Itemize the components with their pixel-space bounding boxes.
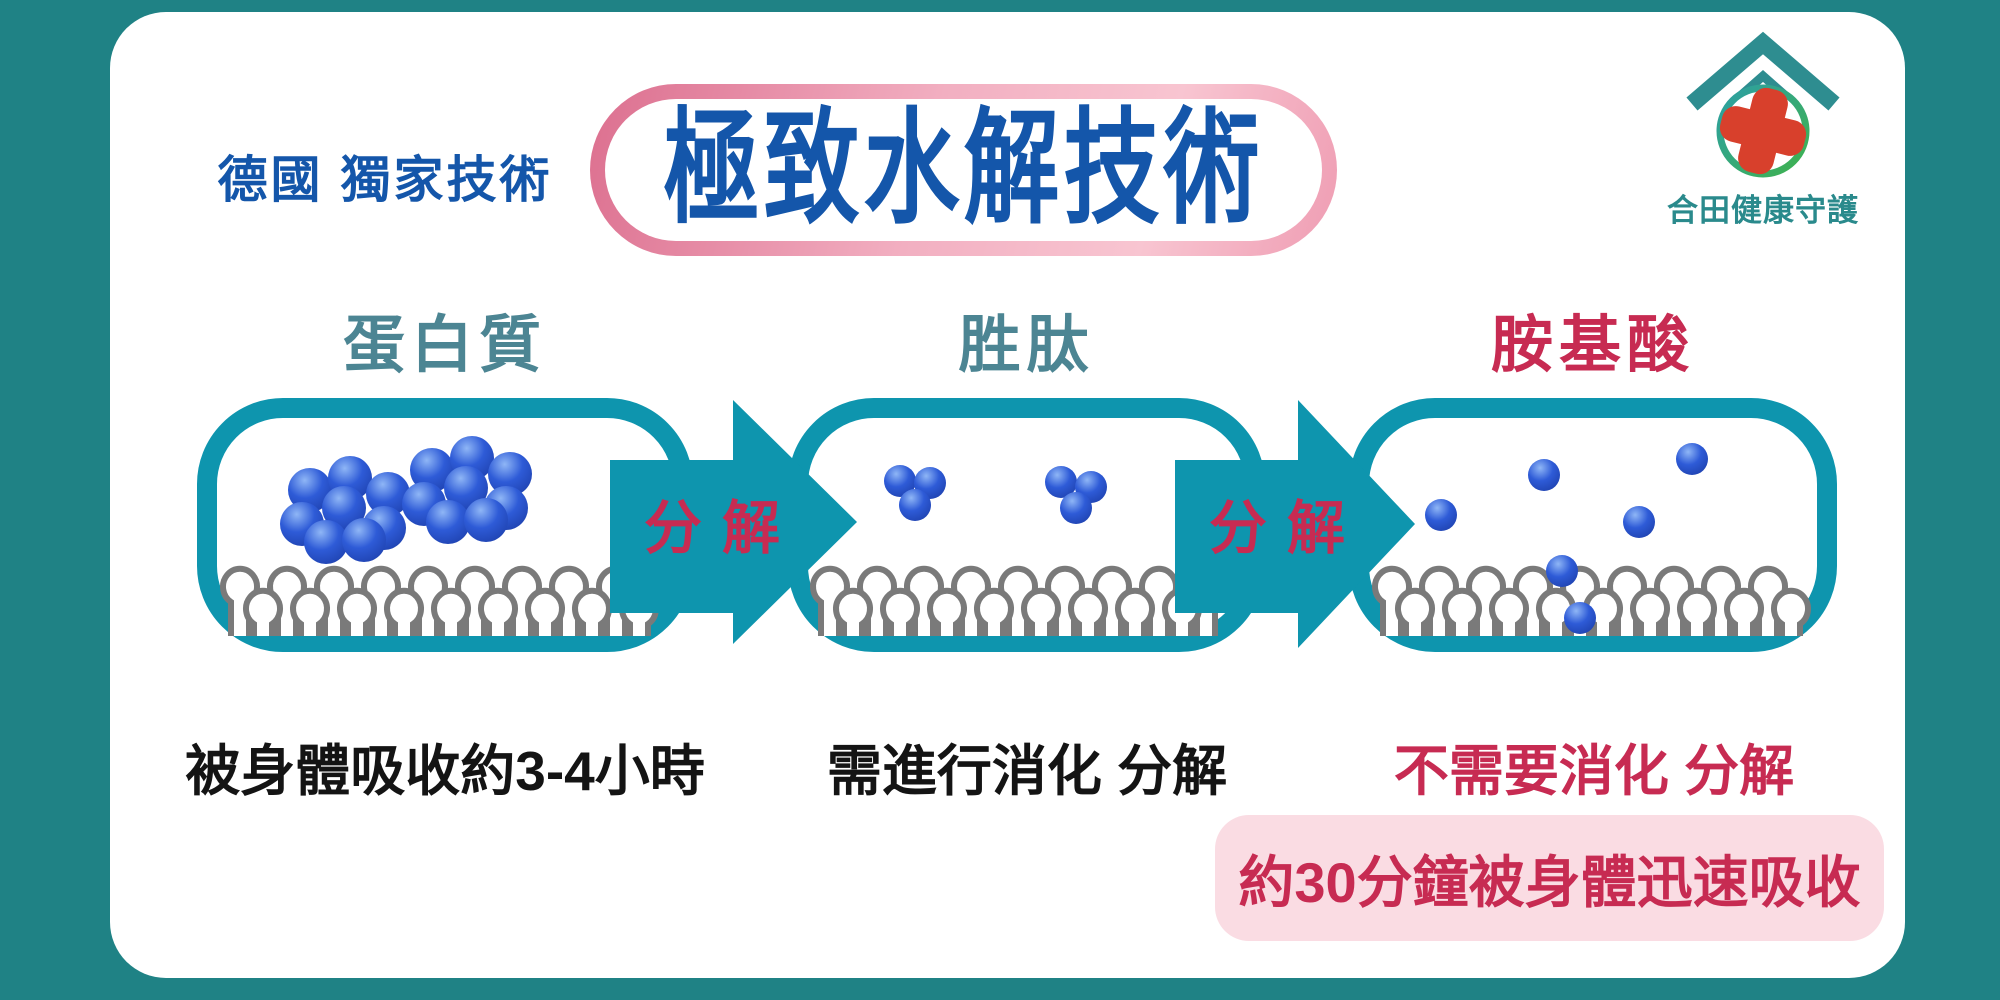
stage-2-label: 胜肽 bbox=[958, 311, 1095, 380]
stage-3-box bbox=[1349, 398, 1837, 652]
tagline-text: 德國 獨家技術 bbox=[217, 152, 553, 208]
title-pill-inner: 極致水解技術 bbox=[605, 99, 1322, 241]
logo-text: 合田健康守護 bbox=[1667, 193, 1859, 228]
title-pill: 極致水解技術 bbox=[590, 84, 1337, 256]
absorption-badge-text: 約30分鐘被身體迅速吸收 bbox=[1238, 850, 1861, 914]
stage-3-caption: 不需要消化 分解 bbox=[1393, 740, 1795, 802]
absorption-badge: 約30分鐘被身體迅速吸收 bbox=[1215, 815, 1884, 941]
stage-1-caption: 被身體吸收約3-4小時 bbox=[185, 740, 705, 802]
stage-2-box bbox=[788, 398, 1265, 652]
brand-logo: 合田健康守護 bbox=[1667, 31, 1859, 228]
stage-3-label: 胺基酸 bbox=[1490, 311, 1695, 380]
medical-cross-icon bbox=[1719, 87, 1807, 175]
stage-2-caption: 需進行消化 分解 bbox=[826, 740, 1228, 802]
stage-1-box bbox=[197, 398, 693, 652]
page-title: 極致水解技術 bbox=[663, 99, 1264, 239]
stage-1-label: 蛋白質 bbox=[342, 311, 547, 380]
